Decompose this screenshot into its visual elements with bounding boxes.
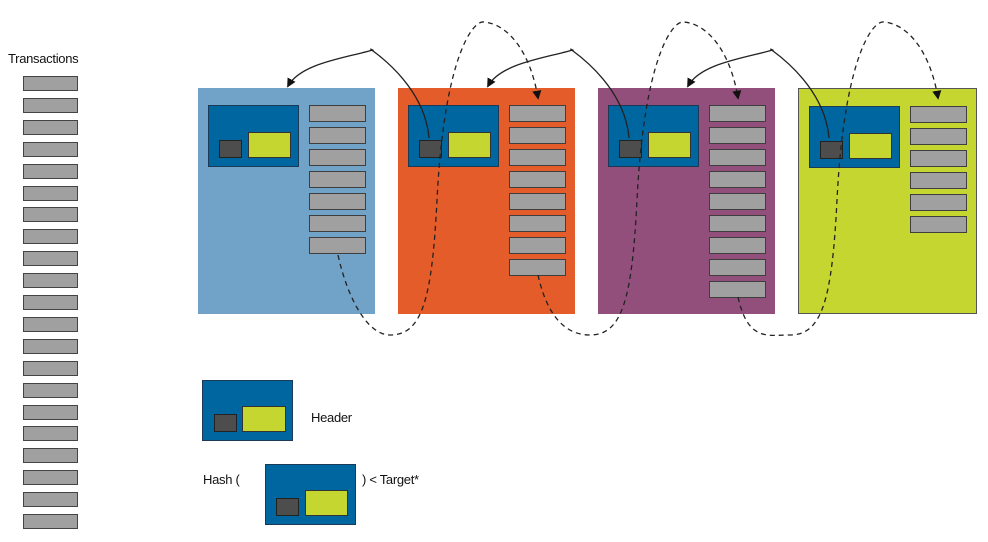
transaction-bar <box>23 492 78 508</box>
block-transaction <box>709 105 766 122</box>
block-transaction <box>509 215 566 232</box>
transaction-bar <box>23 273 78 289</box>
prev-hash-box <box>619 140 642 158</box>
block-transaction <box>709 149 766 166</box>
transaction-bar <box>23 426 78 442</box>
transaction-bar <box>23 76 78 91</box>
block-transaction <box>509 259 566 276</box>
transaction-bar <box>23 185 78 201</box>
transaction-bar <box>23 163 78 179</box>
block-transaction <box>309 171 366 188</box>
block-transaction <box>709 259 766 276</box>
block-transaction <box>709 171 766 188</box>
prev-hash-box <box>214 414 237 432</box>
merkle-root-box <box>448 132 491 158</box>
block-header <box>608 105 699 167</box>
transaction-bar <box>23 470 78 486</box>
block-transaction <box>509 193 566 210</box>
block-transaction <box>709 237 766 254</box>
block-transaction <box>709 281 766 298</box>
block-transaction <box>910 216 967 233</box>
block-transaction <box>709 193 766 210</box>
block-transaction <box>910 150 967 167</box>
block-transaction <box>309 193 366 210</box>
transaction-bar <box>23 382 78 398</box>
block-transaction <box>709 215 766 232</box>
block-transaction <box>309 149 366 166</box>
target-label: ) < Target* <box>362 472 419 487</box>
block-transaction <box>309 105 366 122</box>
prev-hash-box <box>276 498 299 516</box>
block-header <box>809 106 900 168</box>
transaction-bar <box>23 316 78 332</box>
block-transaction <box>509 237 566 254</box>
block-transaction <box>910 128 967 145</box>
block-transaction <box>509 105 566 122</box>
transaction-bar <box>23 207 78 223</box>
merkle-root-box <box>849 133 892 159</box>
block-2 <box>398 88 575 314</box>
block-transaction <box>709 127 766 144</box>
transaction-bar <box>23 119 78 135</box>
header-label: Header <box>311 410 352 425</box>
merkle-root-box <box>648 132 691 158</box>
block-1 <box>198 88 375 314</box>
merkle-root-box <box>242 406 286 432</box>
block-transaction <box>509 171 566 188</box>
transaction-bar <box>23 295 78 310</box>
block-header <box>408 105 499 167</box>
block-transaction <box>509 149 566 166</box>
block-3 <box>598 88 775 314</box>
merkle-root-box <box>305 490 348 516</box>
transaction-bar <box>23 360 78 376</box>
hash-header-box <box>265 464 356 525</box>
transaction-bar <box>23 251 78 267</box>
hash-prefix-label: Hash ( <box>203 472 240 487</box>
transaction-bar <box>23 229 78 245</box>
prev-hash-box <box>419 140 442 158</box>
block-transaction <box>309 215 366 232</box>
transactions-title: Transactions <box>8 51 79 66</box>
transaction-bar <box>23 404 78 420</box>
transaction-bar <box>23 514 78 529</box>
block-4 <box>798 88 977 314</box>
block-transaction <box>910 194 967 211</box>
block-transaction <box>309 237 366 254</box>
legend-header-box <box>202 380 293 441</box>
prev-hash-box <box>219 140 242 158</box>
block-transaction <box>309 127 366 144</box>
block-transaction <box>509 127 566 144</box>
transaction-bar <box>23 97 78 113</box>
block-header <box>208 105 299 167</box>
block-transaction <box>910 106 967 123</box>
prev-hash-box <box>820 141 843 159</box>
block-transaction <box>910 172 967 189</box>
transaction-bar <box>23 448 78 464</box>
transaction-bar <box>23 141 78 157</box>
transaction-bar <box>23 338 78 354</box>
merkle-root-box <box>248 132 291 158</box>
